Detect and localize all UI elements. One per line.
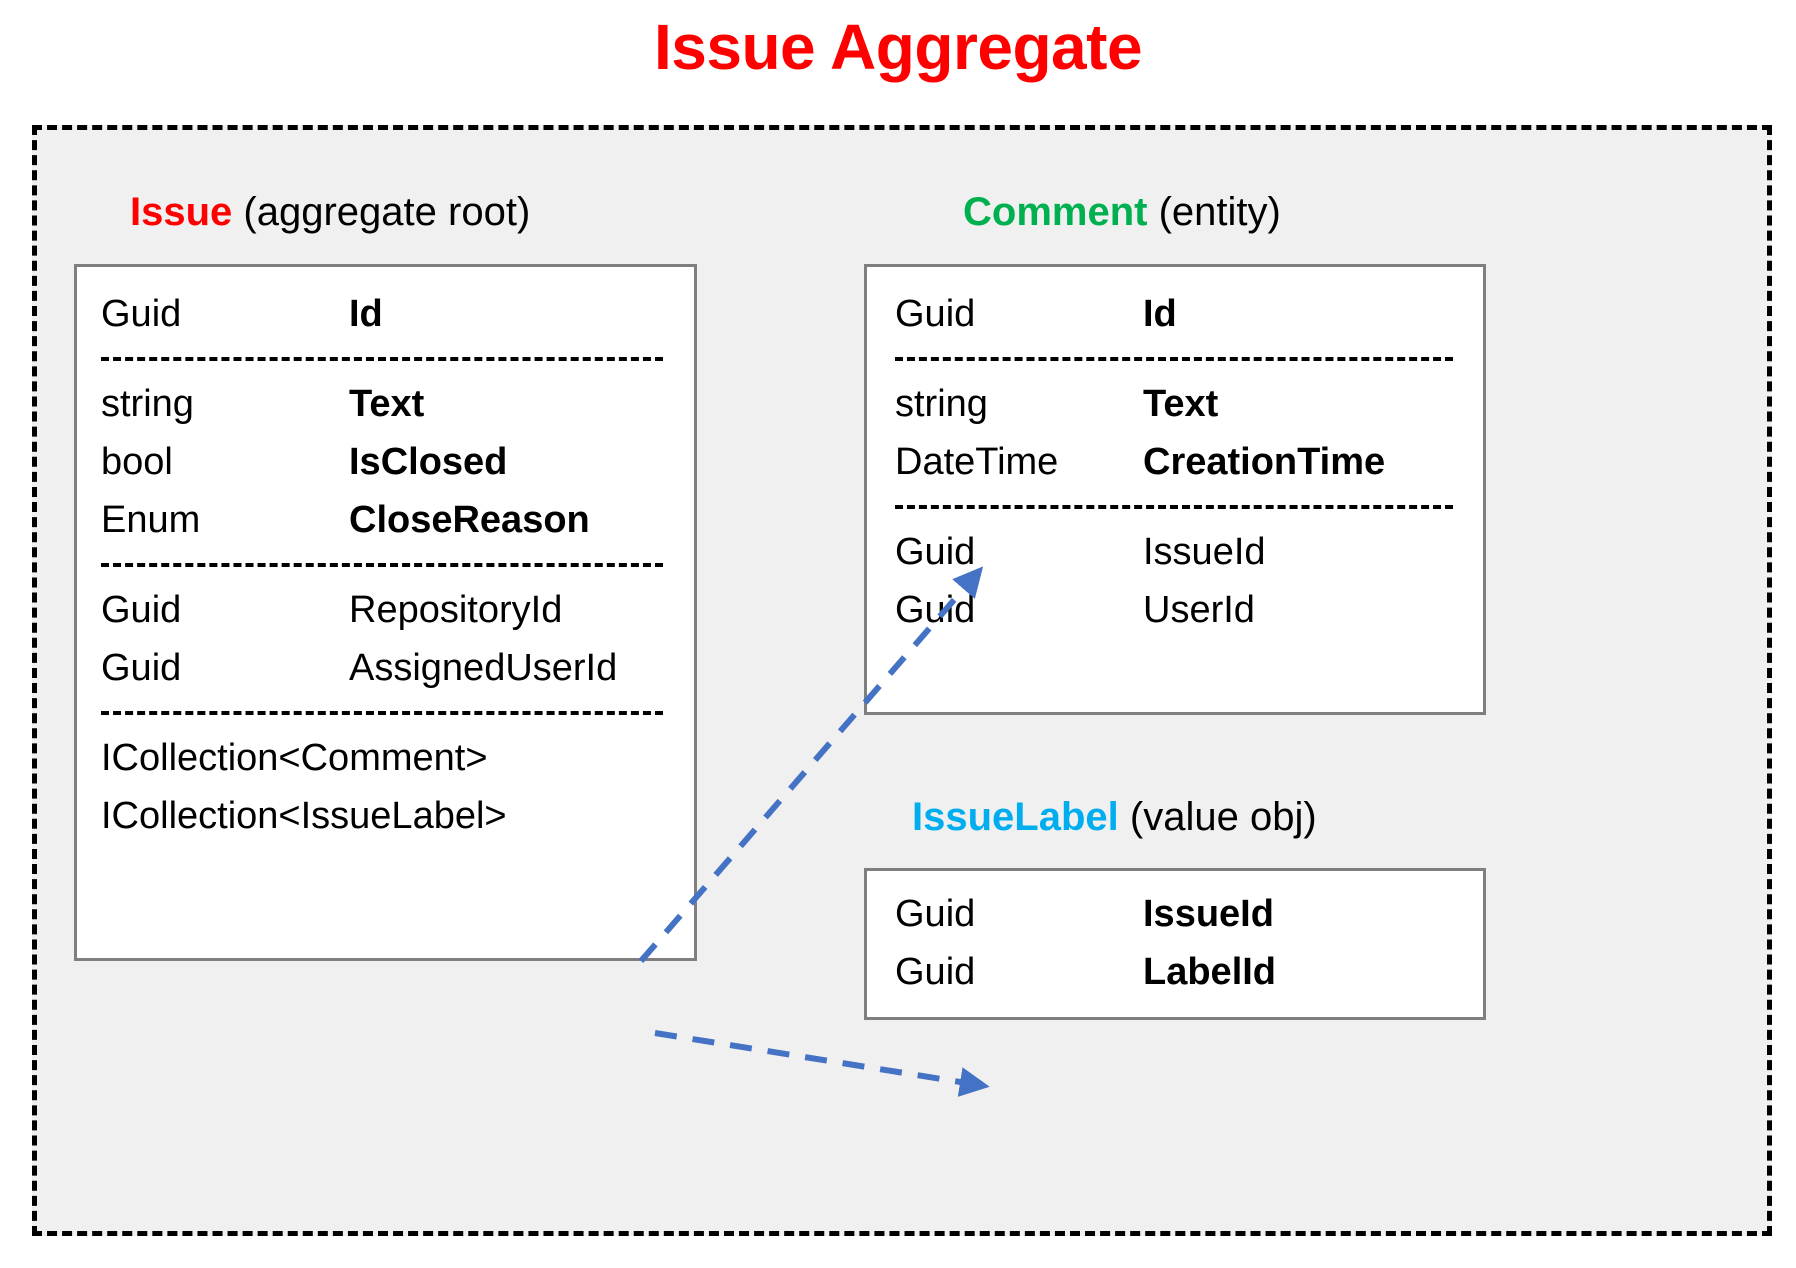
- table-row: Guid RepositoryId: [101, 581, 694, 639]
- issue-entity-header: Issue (aggregate root): [130, 192, 530, 232]
- table-row: Enum CloseReason: [101, 491, 694, 549]
- field-name: Id: [349, 293, 383, 335]
- field-name: CloseReason: [349, 499, 590, 541]
- table-row: Guid Id: [895, 285, 1483, 343]
- field-name: IssueId: [1143, 893, 1274, 935]
- comment-entity-name: Comment: [963, 190, 1148, 234]
- spacer: [1147, 190, 1158, 234]
- comment-entity-header: Comment (entity): [963, 192, 1281, 232]
- issue-entity-kind-label: (aggregate root): [243, 190, 531, 234]
- issue-entity-kind: [232, 190, 243, 234]
- field-name: RepositoryId: [349, 589, 563, 631]
- spacer: [1119, 795, 1130, 839]
- field-type: ICollection<Comment>: [101, 737, 488, 779]
- section-divider: [895, 357, 1453, 361]
- table-row: ICollection<Comment>: [101, 729, 694, 787]
- field-name: IsClosed: [349, 441, 508, 483]
- table-row: string Text: [101, 375, 694, 433]
- issue-entity-name: Issue: [130, 190, 233, 234]
- field-name: Text: [349, 383, 425, 425]
- table-row: DateTime CreationTime: [895, 433, 1483, 491]
- field-name: Text: [1143, 383, 1219, 425]
- field-type: Guid: [101, 647, 182, 689]
- table-row: string Text: [895, 375, 1483, 433]
- field-type: string: [101, 383, 194, 425]
- comment-entity-kind-label: (entity): [1158, 190, 1281, 234]
- field-type: Guid: [101, 589, 182, 631]
- table-row: Guid IssueId: [895, 885, 1483, 943]
- field-name: LabelId: [1143, 951, 1277, 993]
- field-name: UserId: [1143, 589, 1255, 631]
- issue-entity-box: Guid Id string Text bool IsClosed Enum C…: [74, 264, 697, 961]
- field-type: Guid: [895, 293, 976, 335]
- field-name: AssignedUserId: [349, 647, 618, 689]
- issuelabel-entity-name: IssueLabel: [912, 795, 1119, 839]
- field-type: Guid: [895, 893, 976, 935]
- table-row: ICollection<IssueLabel>: [101, 787, 694, 845]
- section-divider: [101, 711, 663, 715]
- field-type: Guid: [101, 293, 182, 335]
- comment-entity-box: Guid Id string Text DateTime CreationTim…: [864, 264, 1486, 715]
- issuelabel-entity-header: IssueLabel (value obj): [912, 797, 1317, 837]
- table-row: Guid IssueId: [895, 523, 1483, 581]
- field-name: Id: [1143, 293, 1177, 335]
- section-divider: [101, 563, 663, 567]
- section-divider: [101, 357, 663, 361]
- page-title: Issue Aggregate: [653, 11, 1143, 83]
- field-type: string: [895, 383, 988, 425]
- section-divider: [895, 505, 1453, 509]
- table-row: Guid UserId: [895, 581, 1483, 639]
- table-row: Guid Id: [101, 285, 694, 343]
- table-row: Guid LabelId: [895, 943, 1483, 1001]
- field-name: CreationTime: [1143, 441, 1386, 483]
- field-type: Guid: [895, 589, 976, 631]
- table-row: Guid AssignedUserId: [101, 639, 694, 697]
- field-type: Guid: [895, 531, 976, 573]
- field-name: IssueId: [1143, 531, 1266, 573]
- field-type: Guid: [895, 951, 976, 993]
- table-row: bool IsClosed: [101, 433, 694, 491]
- field-type: ICollection<IssueLabel>: [101, 795, 507, 837]
- issuelabel-entity-kind-label: (value obj): [1129, 795, 1317, 839]
- issuelabel-entity-box: Guid IssueId Guid LabelId: [864, 868, 1486, 1020]
- field-type: DateTime: [895, 441, 1059, 483]
- field-type: bool: [101, 441, 173, 483]
- field-type: Enum: [101, 499, 201, 541]
